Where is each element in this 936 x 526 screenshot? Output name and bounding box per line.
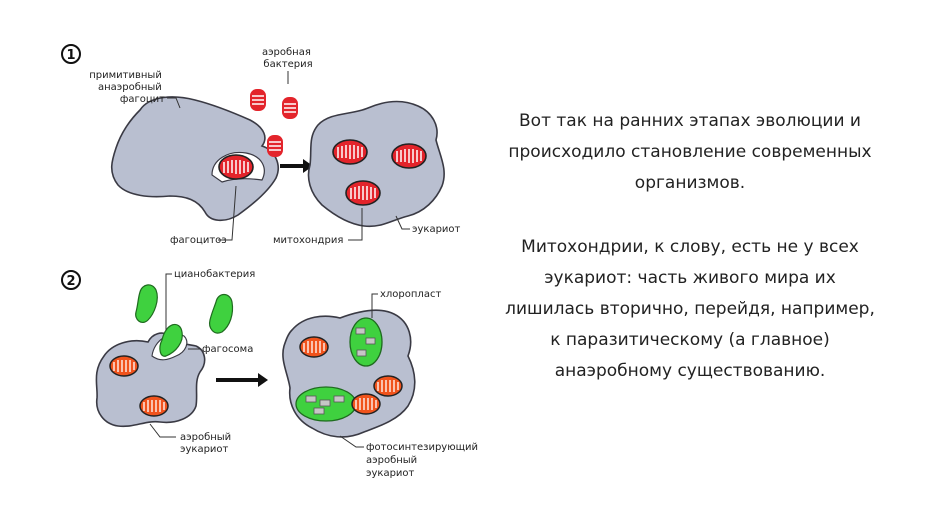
- engulfed-cyanobacterium: [159, 323, 183, 357]
- photosynthetic-eukaryote-cell: [282, 309, 416, 438]
- mitochondrion: [299, 336, 329, 358]
- svg-text:1: 1: [66, 48, 75, 63]
- text-line: Вот так на ранних этапах эволюции и: [519, 111, 861, 131]
- intro-paragraph: Вот так на ранних этапах эволюции и прои…: [480, 106, 900, 199]
- text-line: эукариот: часть живого мира их: [544, 268, 836, 288]
- aerobic-bacterium: [281, 96, 299, 120]
- eukaryote-cell: [307, 100, 445, 228]
- engulfed-bacterium: [218, 154, 254, 180]
- cyanobacterium: [209, 293, 234, 334]
- transition-arrow: [280, 159, 313, 173]
- text-line: происходило становление современных: [508, 142, 872, 162]
- mitochondrion: [391, 143, 427, 169]
- mitochondrion: [373, 375, 403, 397]
- cyanobacterium: [135, 284, 158, 324]
- aerobic-bacterium: [266, 134, 284, 158]
- stage2-number: 2: [61, 270, 81, 290]
- mitochondria-paragraph: Митохондрии, к слову, есть не у всех эук…: [480, 232, 900, 387]
- transition-arrow: [216, 373, 268, 387]
- text-line: к паразитическому (а главное): [550, 330, 830, 350]
- phagosome-label: фагосома: [202, 344, 253, 355]
- chloroplast-label: хлоропласт: [380, 289, 441, 300]
- primitive-phagocyte-cell: [110, 96, 279, 222]
- text-line: лишилась вторично, перейдя, например,: [505, 299, 875, 319]
- aerobic-eukaryote-label: аэробный эукариот: [180, 432, 234, 455]
- mitochondrion: [332, 139, 368, 165]
- eukaryote-label: эукариот: [412, 224, 461, 235]
- text-line: Митохондрии, к слову, есть не у всех: [521, 237, 859, 257]
- text-line: организмов.: [634, 173, 746, 193]
- mitochondrion: [139, 395, 169, 417]
- mitochondria-label: митохондрия: [273, 235, 343, 246]
- photosynthetic-eukaryote-label: фотосинтезирующий аэробный эукариот: [366, 442, 480, 479]
- endosymbiosis-diagram: 1 примитивный анаэробный фагоцит аэробна…: [61, 44, 480, 479]
- phagocyte-label: примитивный анаэробный фагоцит: [89, 70, 165, 105]
- stage1-number: 1: [61, 44, 81, 64]
- mitochondrion: [345, 180, 381, 206]
- chloroplast: [349, 317, 383, 367]
- phagocytosis-label: фагоцитоз: [170, 235, 227, 246]
- aerobic-bacterium: [249, 88, 267, 112]
- aerobic-bacterium-label: аэробная бактерия: [262, 47, 314, 70]
- cyanobacteria-label: цианобактерия: [174, 269, 255, 280]
- mitochondrion: [351, 393, 381, 415]
- svg-text:2: 2: [66, 274, 75, 289]
- chloroplast: [295, 386, 357, 422]
- text-line: анаэробному существованию.: [554, 361, 826, 381]
- mitochondrion: [109, 355, 139, 377]
